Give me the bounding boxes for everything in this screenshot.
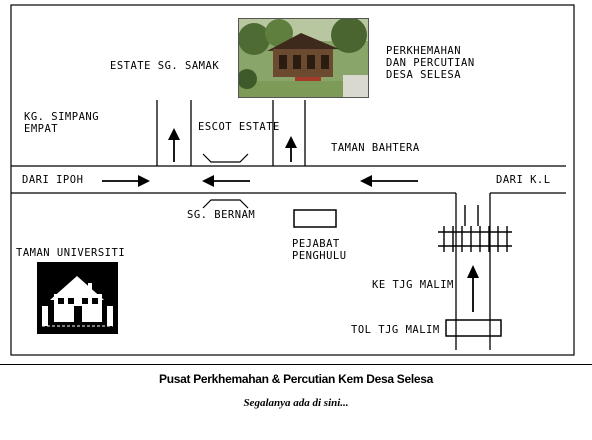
label-sg-bernam: SG. BERNAM — [187, 209, 256, 221]
bridge-top — [202, 153, 249, 163]
footer-tagline: Segalanya ada di sini... — [243, 397, 349, 409]
pejabat-penghulu-building — [293, 209, 337, 228]
toll-plaza — [445, 319, 502, 337]
label-estate-sg-samak: ESTATE SG. SAMAK — [110, 60, 220, 72]
label-dari-ipoh: DARI IPOH — [22, 174, 84, 186]
label-dari-kl: DARI K.L — [496, 174, 551, 186]
arrow-right-from-ipoh — [102, 175, 150, 187]
bridge-bottom — [202, 199, 249, 209]
location-map — [10, 4, 575, 356]
label-taman-bahtera: TAMAN BAHTERA — [331, 142, 420, 154]
arrow-up-samak — [168, 128, 180, 162]
house-icon — [37, 262, 118, 334]
label-escot-estate: ESCOT ESTATE — [198, 121, 280, 133]
arrow-up-highway — [467, 265, 479, 312]
camp-photo — [238, 18, 369, 98]
arrow-left-from-kl — [360, 175, 418, 187]
arrow-left-mid — [202, 175, 250, 187]
footer-divider — [0, 364, 592, 365]
label-pejabat-penghulu: PEJABAT PENGHULU — [292, 238, 347, 262]
label-taman-universiti: TAMAN UNIVERSITI — [16, 247, 126, 259]
footer-title: Pusat Perkhemahan & Percutian Kem Desa S… — [159, 372, 433, 386]
map-frame — [10, 4, 575, 356]
label-tol-tjg-malim: TOL TJG MALIM — [351, 324, 440, 336]
arrow-up-escot — [285, 136, 297, 162]
label-kg-simpang-empat: KG. SIMPANG EMPAT — [24, 111, 100, 135]
label-ke-tjg-malim: KE TJG MALIM — [372, 279, 454, 291]
label-perkhemahan: PERKHEMAHAN DAN PERCUTIAN DESA SELESA — [386, 45, 475, 81]
railway-crossing — [438, 205, 512, 252]
